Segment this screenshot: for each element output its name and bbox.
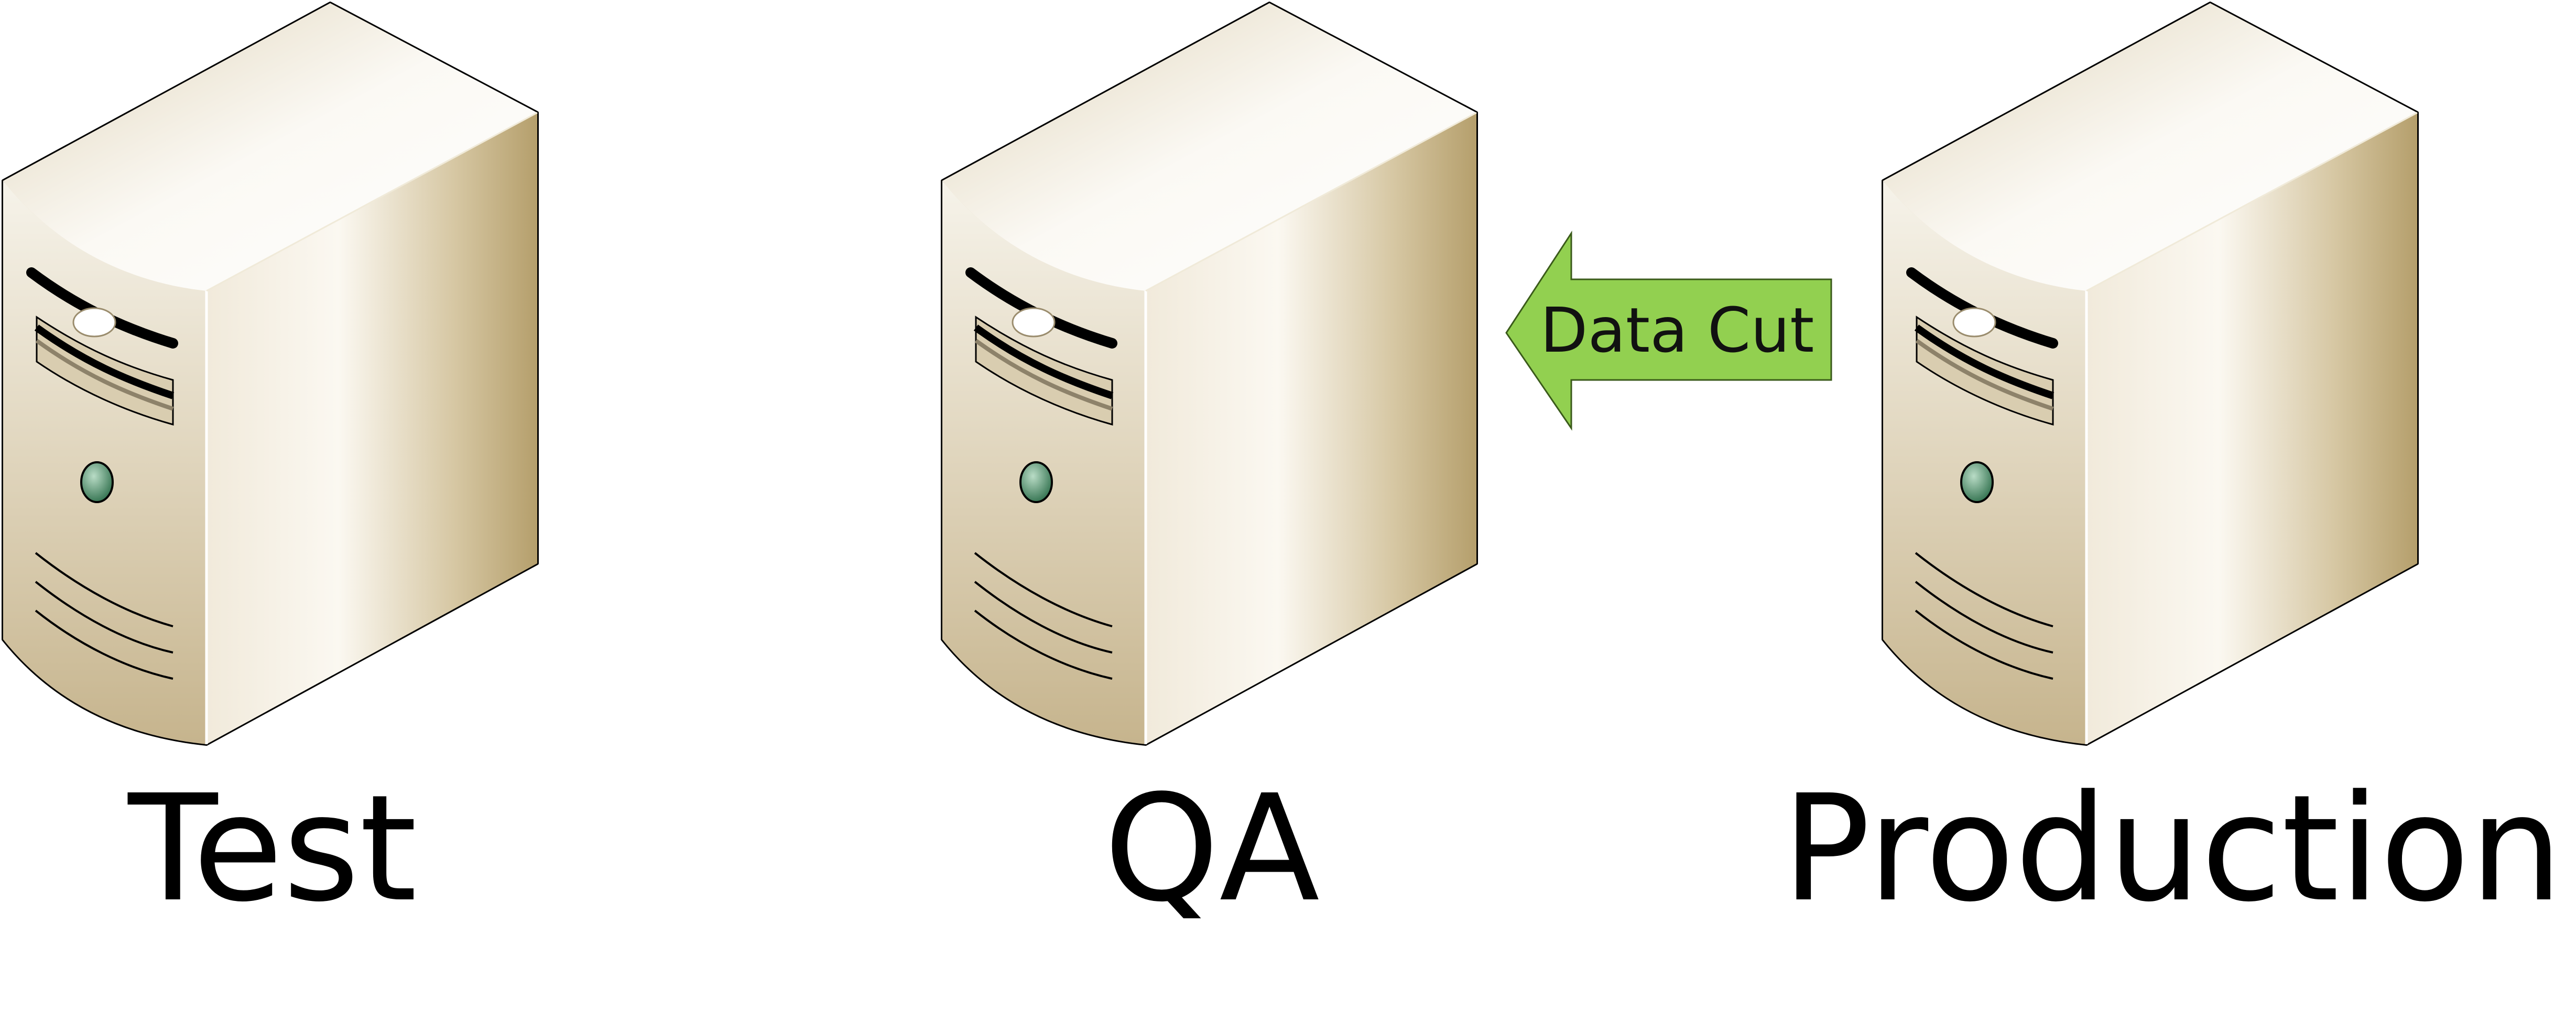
test-server-icon [0,0,545,755]
data-cut-arrow: Data Cut [1504,228,1834,432]
production-server-icon [1880,0,2425,755]
tower-server-icon [941,2,1478,746]
tower-server-icon [1882,2,2419,746]
data-cut-label: Data Cut [1540,294,1814,366]
left-arrow-icon [1505,230,1832,431]
tower-server-icon [2,2,539,746]
test-label: Test [128,764,417,934]
qa-server-icon [939,0,1484,755]
qa-label: QA [1104,764,1320,934]
production-label: Production [1782,764,2563,934]
